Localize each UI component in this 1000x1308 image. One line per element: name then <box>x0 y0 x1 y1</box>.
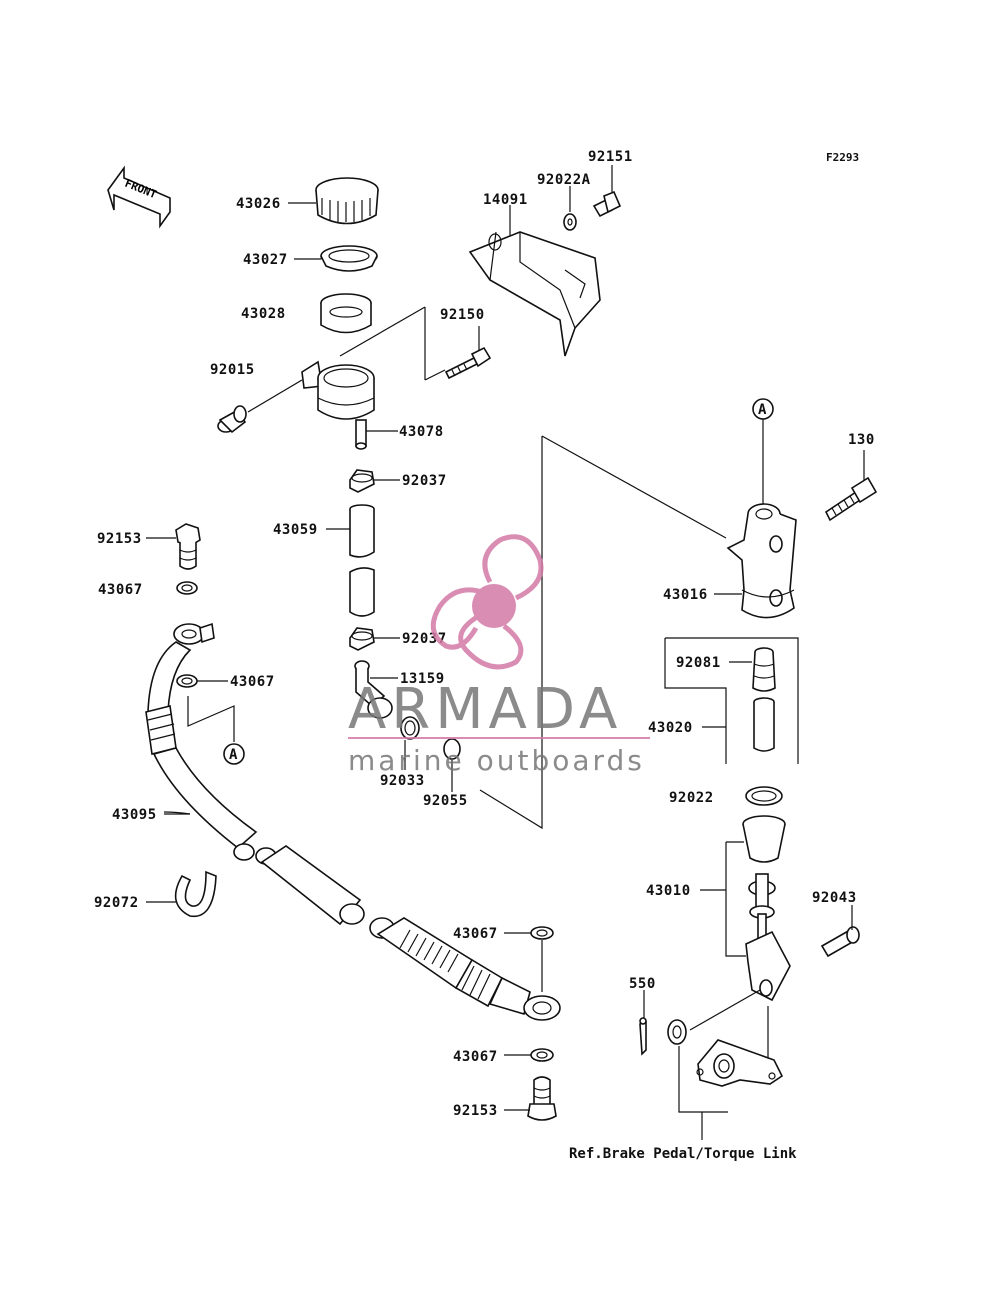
label-43059: 43059 <box>273 522 318 538</box>
watermark-logo: ARMADA marine outboards <box>348 534 650 777</box>
label-43028: 43028 <box>241 306 286 322</box>
label-43020: 43020 <box>648 720 693 736</box>
banjo-fitting-lower-part <box>523 995 561 1021</box>
label-43016: 43016 <box>663 587 708 603</box>
banjo-bolt-upper-part <box>175 523 201 570</box>
label-43026: 43026 <box>236 196 281 212</box>
piston-cup-92081-part <box>752 647 776 692</box>
label-43010: 43010 <box>646 883 691 899</box>
watermark-tagline: marine outboards <box>348 744 645 777</box>
washer-92022a-part <box>563 213 577 231</box>
label-43078: 43078 <box>399 424 444 440</box>
reference-note: Ref.Brake Pedal/Torque Link <box>569 1146 797 1162</box>
bolt-92151-part <box>592 190 622 218</box>
svg-text:A: A <box>758 402 767 418</box>
label-92033: 92033 <box>380 773 425 789</box>
reservoir-body-part <box>301 360 375 450</box>
label-92022: 92022 <box>669 790 714 806</box>
banjo-bolt-lower-part <box>527 1076 557 1121</box>
label-550: 550 <box>629 976 656 992</box>
grommet-part <box>217 405 247 434</box>
brake-hose-part <box>145 641 531 1015</box>
pin-92043-part <box>820 926 860 958</box>
fitting-13159-part <box>354 660 393 719</box>
label-92043: 92043 <box>812 890 857 906</box>
bolt-92150-part <box>444 346 492 380</box>
reservoir-hose-part <box>349 504 375 617</box>
master-cylinder-body-part <box>726 503 797 619</box>
push-rod-assembly-part <box>742 815 791 1002</box>
washer-43067-c-part <box>530 926 554 940</box>
piston-part <box>753 697 775 752</box>
washer-43067-b-part <box>176 674 198 688</box>
propeller-icon <box>430 534 544 670</box>
circlip-92022-part <box>745 786 783 806</box>
diaphragm-part <box>320 293 372 334</box>
label-92153-lower: 92153 <box>453 1103 498 1119</box>
label-43067-c: 43067 <box>453 926 498 942</box>
svg-text:A: A <box>229 747 238 763</box>
label-92072: 92072 <box>94 895 139 911</box>
washer-43067-a-part <box>176 581 198 595</box>
reservoir-cap-part <box>315 177 379 225</box>
label-92150: 92150 <box>440 307 485 323</box>
label-130: 130 <box>848 432 875 448</box>
label-92153-upper: 92153 <box>97 531 142 547</box>
watermark-brand: ARMADA <box>348 677 622 742</box>
label-92015: 92015 <box>210 362 255 378</box>
torque-link-bracket-part <box>696 1039 784 1087</box>
label-92081: 92081 <box>676 655 721 671</box>
front-arrow-icon: FRONT <box>107 165 171 229</box>
cotter-pin-550-part <box>639 1017 647 1056</box>
label-92022a: 92022A <box>537 172 591 188</box>
clamp-92037-lower-part <box>349 627 375 651</box>
label-43067-d: 43067 <box>453 1049 498 1065</box>
label-43095: 43095 <box>112 807 157 823</box>
clamp-92037-upper-part <box>349 469 375 493</box>
label-92055: 92055 <box>423 793 468 809</box>
diaphragm-plate-part <box>320 245 378 272</box>
banjo-fitting-upper-part <box>173 622 215 645</box>
label-43067-b: 43067 <box>230 674 275 690</box>
label-92037-upper: 92037 <box>402 473 447 489</box>
washer-43067-d-part <box>530 1048 554 1062</box>
circlip-92033-part <box>400 716 420 740</box>
label-43067-a: 43067 <box>98 582 143 598</box>
bolt-130-part <box>824 476 878 522</box>
hose-clamp-92072-part <box>174 870 217 918</box>
washer-550-part <box>667 1019 687 1045</box>
callout-a-left <box>223 743 245 765</box>
label-43027: 43027 <box>243 252 288 268</box>
label-14091: 14091 <box>483 192 528 208</box>
figure-code: F2293 <box>826 151 859 164</box>
label-13159: 13159 <box>400 671 445 687</box>
label-92151: 92151 <box>588 149 633 165</box>
reservoir-cover-part <box>468 231 601 357</box>
